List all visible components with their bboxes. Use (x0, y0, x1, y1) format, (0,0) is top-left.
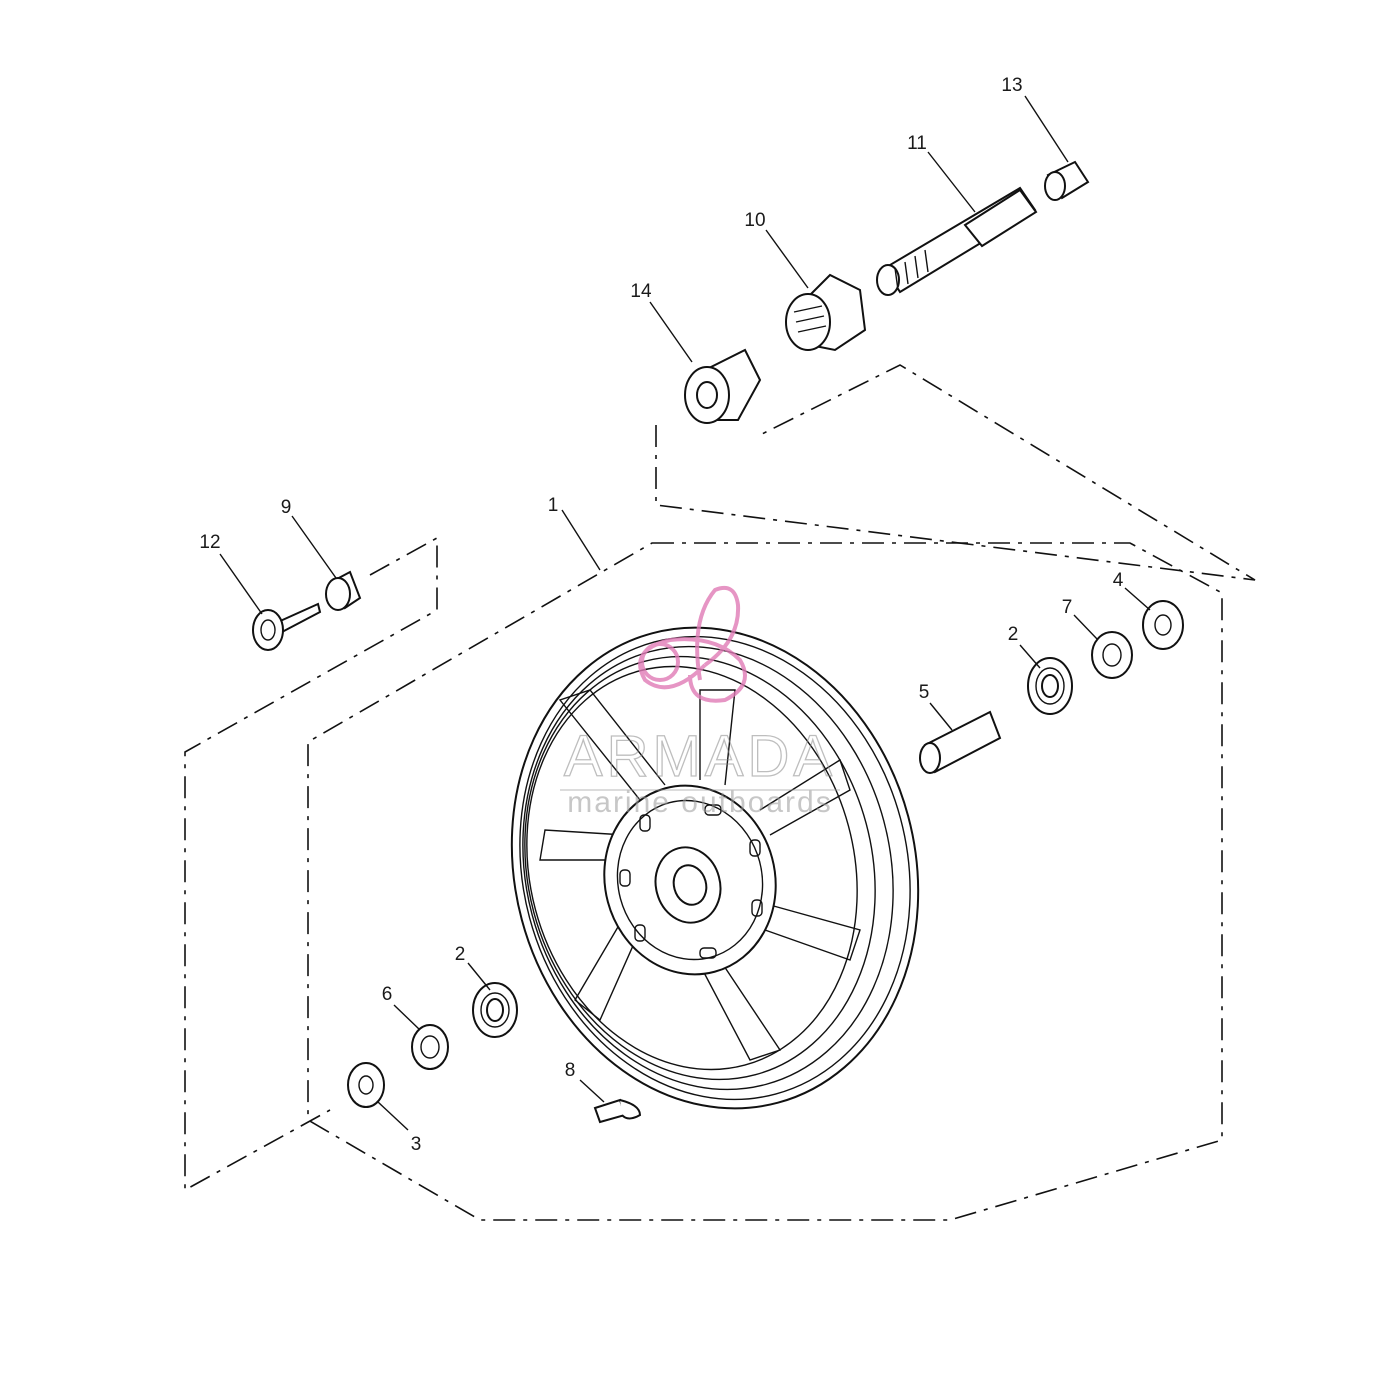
hex-bolt (252, 602, 322, 651)
callout-labels: 1 13 11 10 14 9 12 2 7 4 5 2 6 8 3 (199, 75, 1123, 1155)
axle-group-outline (655, 364, 1256, 581)
callout-2-right: 2 (1008, 624, 1019, 645)
cast-wheel (510, 626, 920, 1110)
callout-3: 3 (411, 1134, 422, 1155)
callout-7: 7 (1062, 597, 1073, 618)
left-group-outline (184, 536, 438, 1192)
distance-tube (919, 710, 1002, 774)
callout-5: 5 (919, 682, 930, 703)
watermark: ARMADA marine outboards (560, 585, 840, 819)
callout-8: 8 (565, 1060, 576, 1081)
axle-shaft (876, 186, 1038, 296)
callout-1: 1 (548, 495, 559, 516)
callout-6: 6 (382, 984, 393, 1005)
circlip-right (1091, 631, 1133, 679)
wheel-bearing-left (472, 982, 518, 1038)
washer-right (1142, 600, 1184, 650)
callout-2-left: 2 (455, 944, 466, 965)
washer-left (347, 1062, 385, 1108)
callout-9: 9 (281, 497, 292, 518)
callout-13: 13 (1001, 75, 1022, 96)
leader-lines (219, 95, 1151, 1131)
callout-4: 4 (1113, 570, 1124, 591)
watermark-tagline: marine outboards (567, 786, 832, 819)
circlip-left (411, 1024, 449, 1070)
axle-collar (785, 273, 867, 352)
wheel-bearing-right (1027, 657, 1073, 715)
callout-11: 11 (907, 133, 927, 154)
callout-12: 12 (199, 532, 220, 553)
callout-14: 14 (630, 281, 652, 302)
spacer-bush (325, 570, 362, 611)
callout-10: 10 (744, 210, 765, 231)
watermark-brand: ARMADA (564, 724, 836, 789)
collar-spacer (684, 348, 762, 424)
wheel-group-outline (307, 542, 1223, 1221)
end-cap (1044, 160, 1090, 201)
tyre-valve (593, 1098, 642, 1124)
watermark-logo-icon (638, 585, 747, 703)
